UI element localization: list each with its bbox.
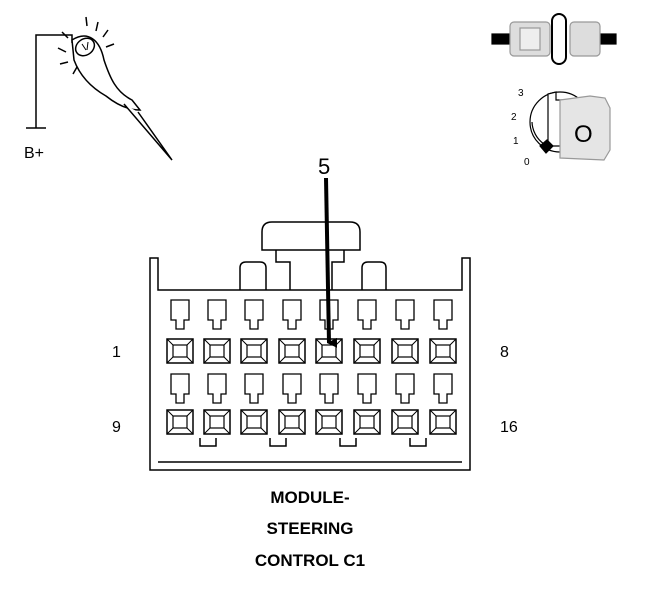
terminal-cavity-bevel-7 (391, 338, 419, 364)
cavity-latch-tab-1 (170, 299, 190, 330)
b-plus-label: B+ (24, 145, 44, 162)
pin-5-pointer-arrow (324, 177, 338, 348)
terminal-cavity-bevel-6 (353, 338, 381, 364)
terminal-cavity-inner-9 (172, 415, 188, 429)
cavity-latch-tab-15 (395, 373, 415, 404)
terminal-cavity-bevel-3 (240, 338, 268, 364)
cavity-latch-tab-7 (395, 299, 415, 330)
terminal-cavity-bevel-4 (278, 338, 306, 364)
terminal-cavity-inner-14 (359, 415, 375, 429)
cavity-latch-tab-13 (319, 373, 339, 404)
terminal-cavity-inner-8 (435, 344, 451, 358)
key-position-0: 0 (524, 157, 530, 168)
terminal-cavity-bevel-1 (166, 338, 194, 364)
test-light-probe-icon (26, 16, 173, 161)
cavity-latch-tab-16 (433, 373, 453, 404)
key-letter: O (574, 121, 593, 148)
terminal-cavity-inner-2 (209, 344, 225, 358)
ignition-key-icon (529, 91, 611, 161)
terminal-cavity-inner-1 (172, 344, 188, 358)
pin-label-8: 8 (500, 344, 509, 361)
cavity-latch-tab-6 (357, 299, 377, 330)
pin-label-1: 1 (112, 344, 121, 361)
terminal-cavity-inner-16 (435, 415, 451, 429)
terminal-cavity-bevel-13 (315, 409, 343, 435)
cavity-latch-tab-14 (357, 373, 377, 404)
terminal-cavity-inner-11 (246, 415, 262, 429)
cavity-latch-tab-11 (244, 373, 264, 404)
terminal-cavity-inner-5 (321, 344, 337, 358)
terminal-cavity-bevel-12 (278, 409, 306, 435)
cavity-latch-tab-12 (282, 373, 302, 404)
cavity-latch-tab-2 (207, 299, 227, 330)
terminal-cavity-inner-13 (321, 415, 337, 429)
terminal-cavity-inner-10 (209, 415, 225, 429)
terminal-cavity-inner-4 (284, 344, 300, 358)
terminal-cavity-bevel-11 (240, 409, 268, 435)
connector-housing (149, 221, 471, 471)
terminal-cavity-inner-3 (246, 344, 262, 358)
connector-caption-line-2: STEERING (266, 519, 354, 538)
terminal-cavity-bevel-5 (315, 338, 343, 364)
cavity-latch-tab-3 (244, 299, 264, 330)
pin-5-pointer-label: 5 (318, 154, 330, 179)
terminal-cavity-inner-12 (284, 415, 300, 429)
connector-caption-line-1: MODULE- (270, 488, 350, 507)
key-position-3: 3 (518, 88, 524, 99)
key-position-1: 1 (513, 136, 519, 147)
terminal-cavity-bevel-15 (391, 409, 419, 435)
connector-caption-line-3: CONTROL C1 (254, 551, 366, 570)
cavity-latch-tab-9 (170, 373, 190, 404)
cavity-latch-tab-10 (207, 373, 227, 404)
pin-label-9: 9 (112, 419, 121, 436)
terminal-cavity-bevel-14 (353, 409, 381, 435)
terminal-cavity-bevel-10 (203, 409, 231, 435)
terminal-cavity-bevel-2 (203, 338, 231, 364)
cavity-latch-tab-8 (433, 299, 453, 330)
terminal-cavity-inner-6 (359, 344, 375, 358)
disconnect-connector-icon (491, 13, 617, 65)
terminal-cavity-inner-15 (397, 415, 413, 429)
terminal-cavity-inner-7 (397, 344, 413, 358)
terminal-cavity-bevel-16 (429, 409, 457, 435)
key-position-2: 2 (511, 112, 517, 123)
connector-cavities (166, 299, 457, 435)
terminal-cavity-bevel-9 (166, 409, 194, 435)
terminal-cavity-bevel-8 (429, 338, 457, 364)
pin-label-16: 16 (500, 419, 518, 436)
cavity-latch-tab-4 (282, 299, 302, 330)
